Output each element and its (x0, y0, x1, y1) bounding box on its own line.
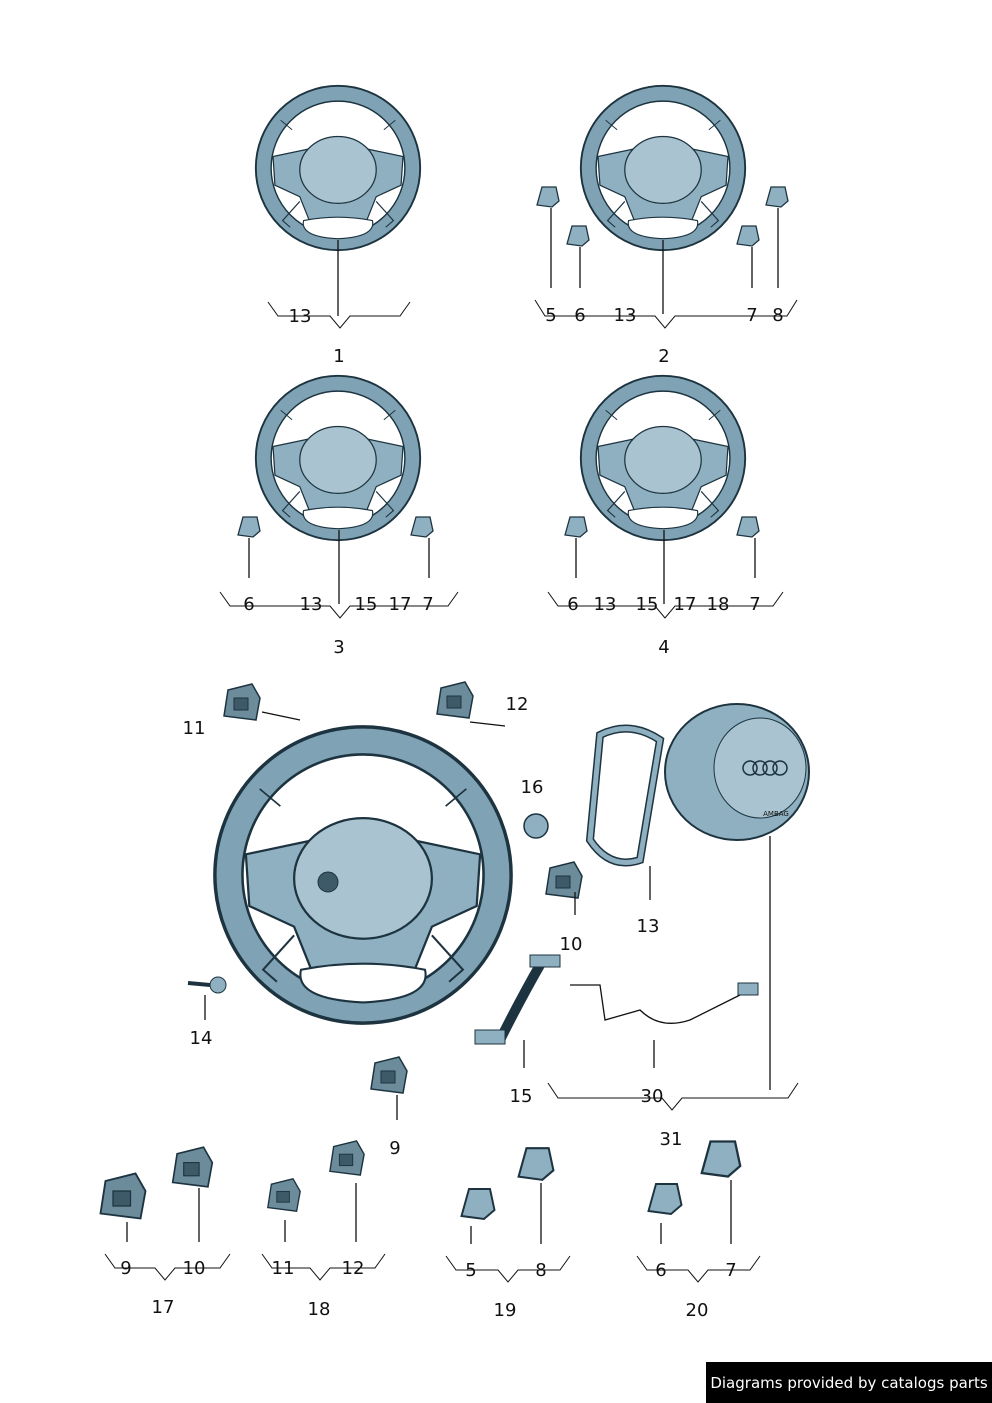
switch-12 (328, 1139, 366, 1177)
part-label[interactable]: 17 (389, 594, 412, 615)
group-label[interactable]: 17 (152, 1297, 175, 1318)
wiring-harness-30 (570, 984, 741, 1024)
part-label[interactable]: 7 (749, 594, 760, 615)
part-label[interactable]: 18 (707, 594, 730, 615)
switch-9 (99, 1172, 147, 1220)
steering-wheel-main (213, 725, 513, 1025)
paddle-left (536, 186, 560, 208)
part-label[interactable]: 12 (342, 1258, 365, 1279)
part-label[interactable]: 30 (641, 1086, 664, 1107)
part-label[interactable]: 13 (637, 916, 660, 937)
part-label[interactable]: 10 (183, 1258, 206, 1279)
footer-credit: Diagrams provided by catalogs parts (706, 1362, 992, 1403)
part-label[interactable]: 7 (746, 305, 757, 326)
part-label[interactable]: 11 (183, 718, 206, 739)
part-label[interactable]: 8 (772, 305, 783, 326)
group-3: 6 13 15 17 7 3 (219, 374, 459, 658)
group-label[interactable]: 1 (333, 346, 344, 367)
group-4: 6 13 15 17 18 7 4 (547, 374, 784, 658)
airbag-text: AMBAG (763, 810, 789, 818)
paddle-right (410, 516, 434, 538)
paddle-right (736, 516, 760, 538)
group-19: 5 8 19 (445, 1147, 571, 1321)
group-17: 9 10 17 (99, 1146, 231, 1318)
group-label[interactable]: 31 (660, 1129, 683, 1150)
steering-wheel (579, 374, 747, 542)
group-label[interactable]: 18 (308, 1299, 331, 1320)
part-label[interactable]: 7 (725, 1260, 736, 1281)
paddle-5 (460, 1187, 496, 1221)
part-label[interactable]: 12 (506, 694, 529, 715)
steering-wheel (254, 84, 422, 252)
group-label[interactable]: 3 (333, 637, 344, 658)
switch-9 (369, 1055, 409, 1095)
group-18: 11 12 18 (261, 1139, 386, 1320)
paddle-8 (517, 1147, 555, 1181)
switch-10 (544, 860, 584, 900)
part-label[interactable]: 14 (190, 1028, 213, 1049)
group-label[interactable]: 4 (658, 637, 669, 658)
paddle-left-lower (566, 225, 590, 247)
part-label[interactable]: 5 (545, 305, 556, 326)
part-label[interactable]: 6 (567, 594, 578, 615)
exploded-view: AMBAG 11 12 16 10 13 14 9 15 30 31 (183, 681, 810, 1159)
part-label[interactable]: 8 (535, 1260, 546, 1281)
part-label[interactable]: 15 (355, 594, 378, 615)
steering-wheel (254, 374, 422, 542)
screw-14 (187, 976, 227, 994)
part-label[interactable]: 5 (465, 1260, 476, 1281)
part-label[interactable]: 13 (289, 306, 312, 327)
part-label[interactable]: 17 (674, 594, 697, 615)
part-label[interactable]: 15 (636, 594, 659, 615)
part-label[interactable]: 15 (510, 1086, 533, 1107)
group-label[interactable]: 2 (658, 346, 669, 367)
group-1: 13 1 (254, 84, 422, 367)
part-label[interactable]: 6 (574, 305, 585, 326)
part-label[interactable]: 13 (300, 594, 323, 615)
paddle-right (765, 186, 789, 208)
switch-12 (436, 681, 474, 719)
switch-11 (223, 683, 261, 721)
part-label[interactable]: 16 (521, 777, 544, 798)
audi-logo-icon (742, 760, 788, 776)
wiring-harness-15 (474, 954, 561, 1045)
part-label[interactable]: 13 (594, 594, 617, 615)
hub-bolt (317, 871, 339, 893)
part-label[interactable]: 7 (422, 594, 433, 615)
part-label[interactable]: 13 (614, 305, 637, 326)
part-label[interactable]: 6 (655, 1260, 666, 1281)
group-2: 5 6 13 7 8 2 (534, 84, 798, 367)
steering-wheel (579, 84, 747, 252)
group-label[interactable]: 19 (494, 1300, 517, 1321)
paddle-left (237, 516, 261, 538)
part-label[interactable]: 10 (560, 934, 583, 955)
switch-11 (266, 1177, 302, 1213)
part-label[interactable]: 9 (389, 1138, 400, 1159)
paddle-left (564, 516, 588, 538)
part-label[interactable]: 11 (272, 1258, 295, 1279)
part-label[interactable]: 9 (120, 1258, 131, 1279)
paddle-7 (700, 1140, 742, 1178)
bolt-16 (523, 813, 549, 839)
paddle-right-lower (736, 225, 760, 247)
switch-10 (171, 1146, 214, 1188)
group-label[interactable]: 20 (686, 1300, 709, 1321)
part-label[interactable]: 6 (243, 594, 254, 615)
paddle-6 (647, 1182, 683, 1216)
group-20: 6 7 20 (636, 1140, 761, 1321)
